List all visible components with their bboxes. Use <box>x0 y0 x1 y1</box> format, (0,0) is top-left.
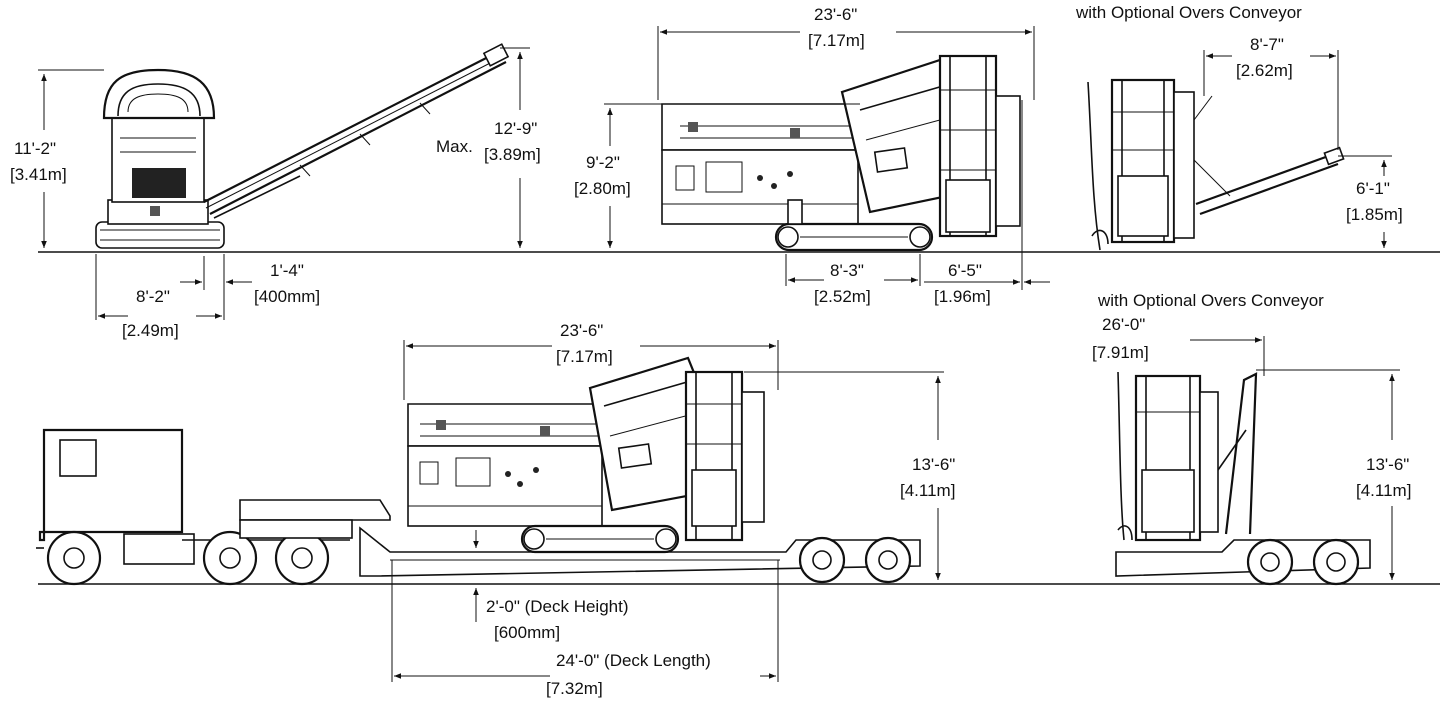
side-height-ft: 9'-2" <box>586 153 620 172</box>
dim-overhang <box>924 100 1050 290</box>
dim-trans-length <box>403 340 779 400</box>
conveyor-height-m: [3.89m] <box>484 145 541 164</box>
clearance-mm: [400mm] <box>254 287 320 306</box>
dim-trans-height <box>744 371 944 580</box>
dim-side-height <box>604 103 860 248</box>
opt-trans-length-ft: 26'-0" <box>1102 315 1145 334</box>
truck-cab <box>36 428 350 586</box>
dim-side-length <box>657 26 1035 100</box>
optional-view-machine <box>1087 78 1345 251</box>
track-length-ft: 8'-3" <box>830 261 864 280</box>
optional-caption-bottom: with Optional Overs Conveyor <box>1097 291 1324 310</box>
deck-length-m: [7.32m] <box>546 679 603 698</box>
dim-opt-trans-length <box>1190 336 1265 376</box>
side-height-m: [2.80m] <box>574 179 631 198</box>
end-view-conveyor <box>203 43 510 219</box>
optional-caption-top: with Optional Overs Conveyor <box>1075 3 1302 22</box>
clearance-ft: 1'-4" <box>270 261 304 280</box>
opt-trans-height-m: [4.11m] <box>1356 481 1411 500</box>
opt-height-m: [1.85m] <box>1346 205 1403 224</box>
dim-conveyor-height <box>500 47 530 248</box>
deck-height-ft: 2'-0" (Deck Height) <box>486 597 629 616</box>
optional-transport-machine <box>1115 371 1371 586</box>
max-label: Max. <box>436 137 473 156</box>
conveyor-height-ft: 12'-9" <box>494 119 537 138</box>
dim-end-width <box>95 254 225 320</box>
end-height-m: [3.41m] <box>10 165 67 184</box>
end-view-machine <box>95 68 225 249</box>
trans-height-ft: 13'-6" <box>912 455 955 474</box>
side-view-machine <box>661 54 1021 252</box>
deck-length-ft: 24'-0" (Deck Length) <box>556 651 711 670</box>
overhang-m: [1.96m] <box>934 287 991 306</box>
track-length-m: [2.52m] <box>814 287 871 306</box>
end-width-m: [2.49m] <box>122 321 179 340</box>
opt-trans-height-ft: 13'-6" <box>1366 455 1409 474</box>
deck-height-mm: [600mm] <box>494 623 560 642</box>
dim-deck-length <box>391 560 779 682</box>
opt-width-ft: 8'-7" <box>1250 35 1284 54</box>
overhang-ft: 6'-5" <box>948 261 982 280</box>
dim-opt-trans-height <box>1256 369 1400 580</box>
trans-length-ft: 23'-6" <box>560 321 603 340</box>
side-length-m: [7.17m] <box>808 31 865 50</box>
trans-length-m: [7.17m] <box>556 347 613 366</box>
opt-trans-length-m: [7.91m] <box>1092 343 1149 362</box>
end-width-ft: 8'-2" <box>136 287 170 306</box>
transport-machine <box>407 356 765 554</box>
dim-end-height <box>38 69 104 248</box>
opt-width-m: [2.62m] <box>1236 61 1293 80</box>
dim-opt-width <box>1203 50 1339 150</box>
dim-opt-height <box>1338 155 1392 248</box>
trans-height-m: [4.11m] <box>900 481 955 500</box>
end-height-ft: 11'-2" <box>14 139 56 158</box>
dim-clearance <box>180 256 252 290</box>
dim-track-length <box>785 254 921 286</box>
opt-height-ft: 6'-1" <box>1356 179 1390 198</box>
side-length-ft: 23'-6" <box>814 5 857 24</box>
